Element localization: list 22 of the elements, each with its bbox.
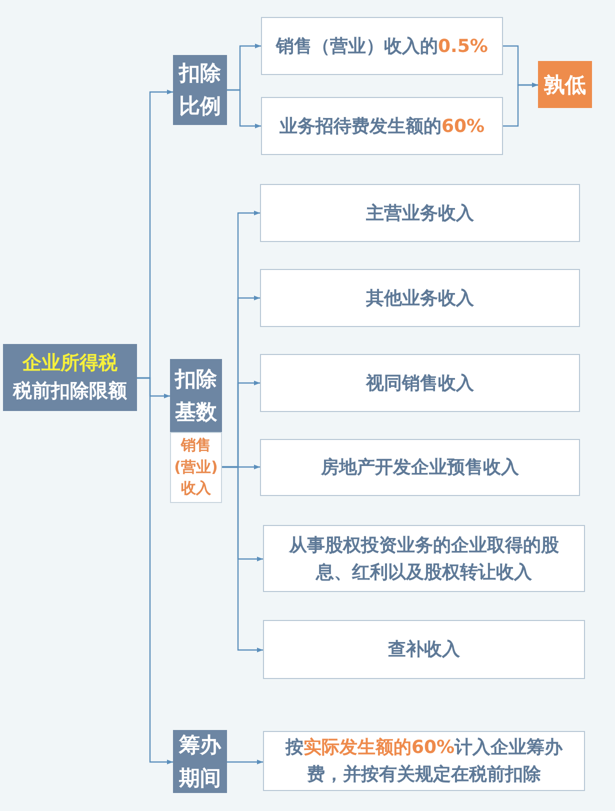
result-box: 孰低 [538, 61, 592, 108]
connector-arrow [137, 377, 173, 764]
item-box: 视同销售收入 [260, 354, 580, 412]
subheading-text: 税前扣除限额 [13, 378, 127, 404]
topic-box [3, 344, 137, 411]
item-box: 按实际发生额的60%计入企业筹办费，并按有关规定在税前扣除 [263, 731, 585, 791]
category-box: 筹办期间 [173, 730, 227, 793]
category-box: 扣除基数 [170, 359, 222, 432]
item-box: 从事股权投资业务的企业取得的股息、红利以及股权转让收入 [263, 525, 585, 592]
item-box: 房地产开发企业预售收入 [260, 439, 580, 496]
connector-arrow [227, 760, 263, 764]
item-box: 业务招待费发生额的60% [261, 97, 503, 155]
note-box: 销售(营业)收入 [170, 432, 222, 503]
item-box: 其他业务收入 [260, 269, 580, 327]
connector-arrow [503, 82, 538, 127]
item-box: 销售（营业）收入的0.5% [261, 17, 503, 75]
category-box: 扣除比例 [173, 55, 227, 125]
connector-arrow [227, 89, 261, 128]
item-box: 主营业务收入 [260, 184, 580, 242]
item-box: 查补收入 [263, 620, 585, 679]
heading-text: 企业所得税 [22, 350, 118, 376]
connector-arrow [222, 466, 263, 652]
